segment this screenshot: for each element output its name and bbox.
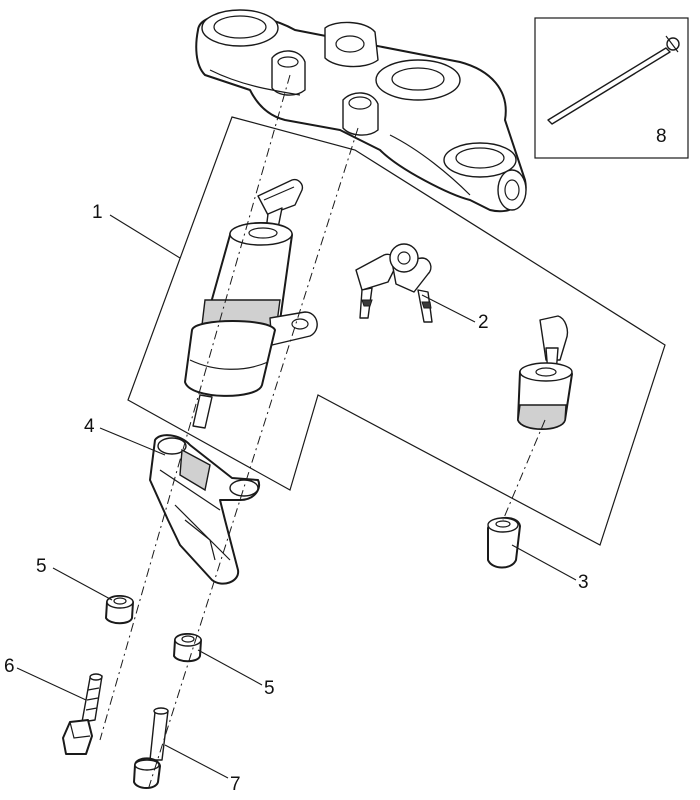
lock-part bbox=[487, 315, 573, 569]
leader-line-1 bbox=[109, 214, 181, 259]
keys-part bbox=[355, 243, 433, 323]
axis-line-lock bbox=[502, 419, 546, 521]
leader-line-6 bbox=[16, 667, 87, 701]
leader-line-3 bbox=[511, 544, 577, 581]
leader-line-5b bbox=[197, 649, 263, 686]
bolt-part-7 bbox=[133, 707, 169, 789]
kit-frame-outline bbox=[127, 116, 666, 546]
ignition-switch-part bbox=[184, 178, 318, 429]
callout-4: 4 bbox=[84, 416, 95, 437]
bushing-part-lower bbox=[173, 633, 202, 663]
callout-5-upper: 5 bbox=[36, 556, 47, 577]
leader-line-2 bbox=[421, 294, 476, 323]
callout-3: 3 bbox=[578, 572, 589, 593]
callout-1: 1 bbox=[92, 202, 103, 223]
cable-tie-part bbox=[547, 35, 680, 125]
callout-2: 2 bbox=[478, 312, 489, 333]
leader-line-7 bbox=[164, 744, 229, 779]
inset-box bbox=[534, 17, 689, 159]
bushing-part-upper bbox=[105, 595, 134, 625]
callout-6: 6 bbox=[4, 656, 15, 677]
axis-line-right bbox=[147, 127, 359, 791]
bolt-part-6 bbox=[62, 673, 103, 755]
callout-8: 8 bbox=[656, 126, 667, 147]
leader-line-5a bbox=[52, 567, 113, 601]
callout-7: 7 bbox=[230, 774, 241, 795]
axis-line-left bbox=[99, 74, 291, 741]
triple-clamp-part bbox=[195, 9, 527, 213]
mounting-bracket-part bbox=[149, 434, 260, 585]
callout-5-lower: 5 bbox=[264, 678, 275, 699]
leader-line-4 bbox=[99, 427, 166, 456]
